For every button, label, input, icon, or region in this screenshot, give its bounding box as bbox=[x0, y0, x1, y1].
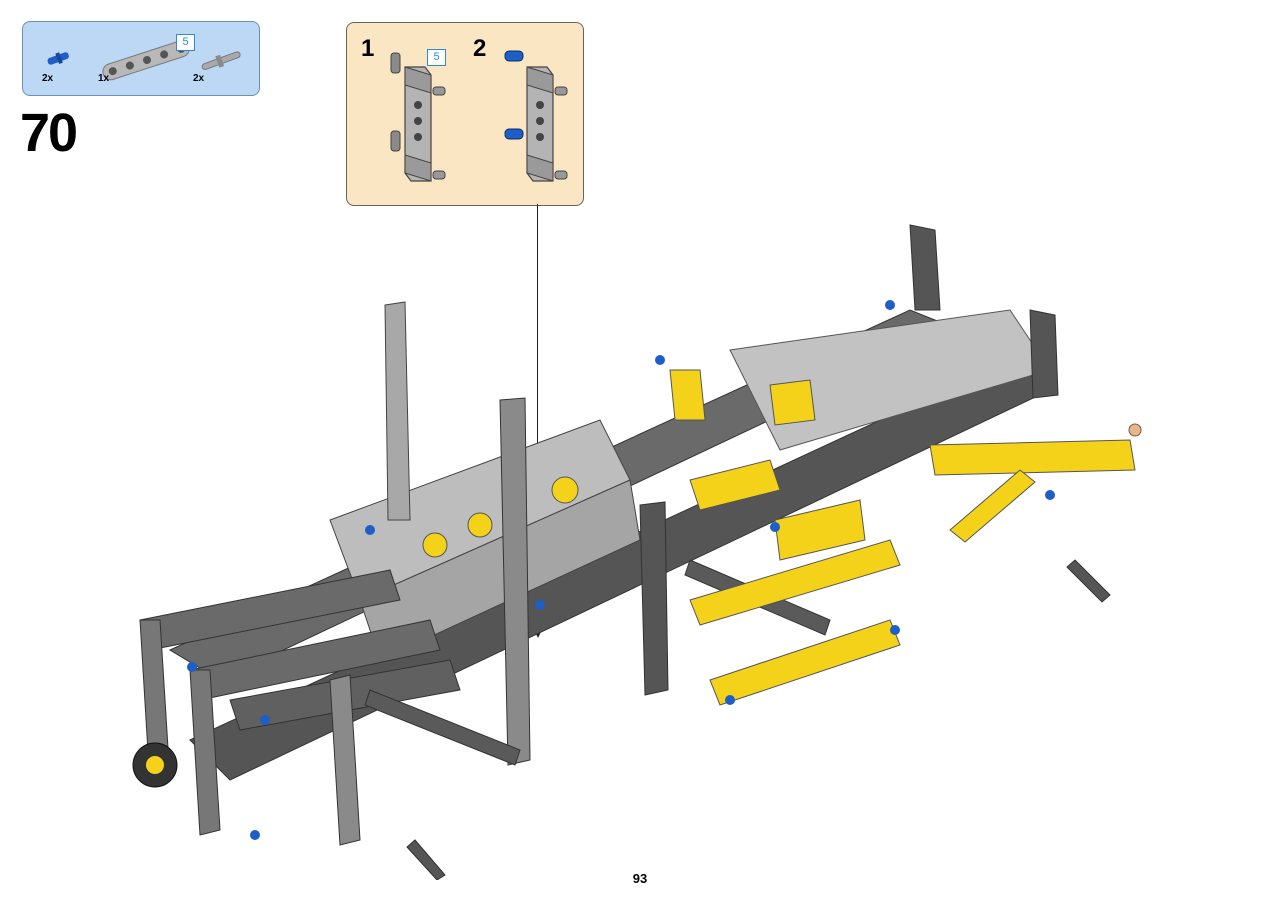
gray-axle-pin-icon bbox=[201, 51, 241, 70]
parts-list-box: 2x 1x 5 2x bbox=[22, 21, 260, 96]
sub-step-number: 1 bbox=[361, 35, 375, 62]
blue-pins bbox=[187, 300, 1055, 840]
part-count: 2x bbox=[193, 73, 205, 84]
chassis-frame bbox=[132, 224, 1059, 846]
sub-assembly-illustration bbox=[390, 50, 568, 182]
length-badge: 5 bbox=[427, 49, 446, 66]
callout-pointer-line bbox=[537, 204, 538, 634]
sub-assembly-box: 1 5 2 bbox=[346, 22, 584, 206]
sub-step-2-frame bbox=[504, 50, 568, 182]
model-illustration bbox=[132, 224, 1142, 880]
part-count: 2x bbox=[42, 73, 54, 84]
part-count: 1x bbox=[98, 73, 110, 84]
parts-list-illustration bbox=[47, 40, 241, 81]
blue-axle-pin-icon bbox=[47, 52, 69, 65]
sub-step-1-frame bbox=[390, 52, 446, 182]
yellow-beams bbox=[669, 369, 1136, 706]
step-number: 70 bbox=[20, 103, 78, 163]
sub-step-number: 2 bbox=[473, 35, 487, 62]
axle-ends bbox=[406, 423, 1142, 880]
length-badge: 5 bbox=[176, 34, 195, 51]
page-number: 93 bbox=[632, 871, 648, 886]
